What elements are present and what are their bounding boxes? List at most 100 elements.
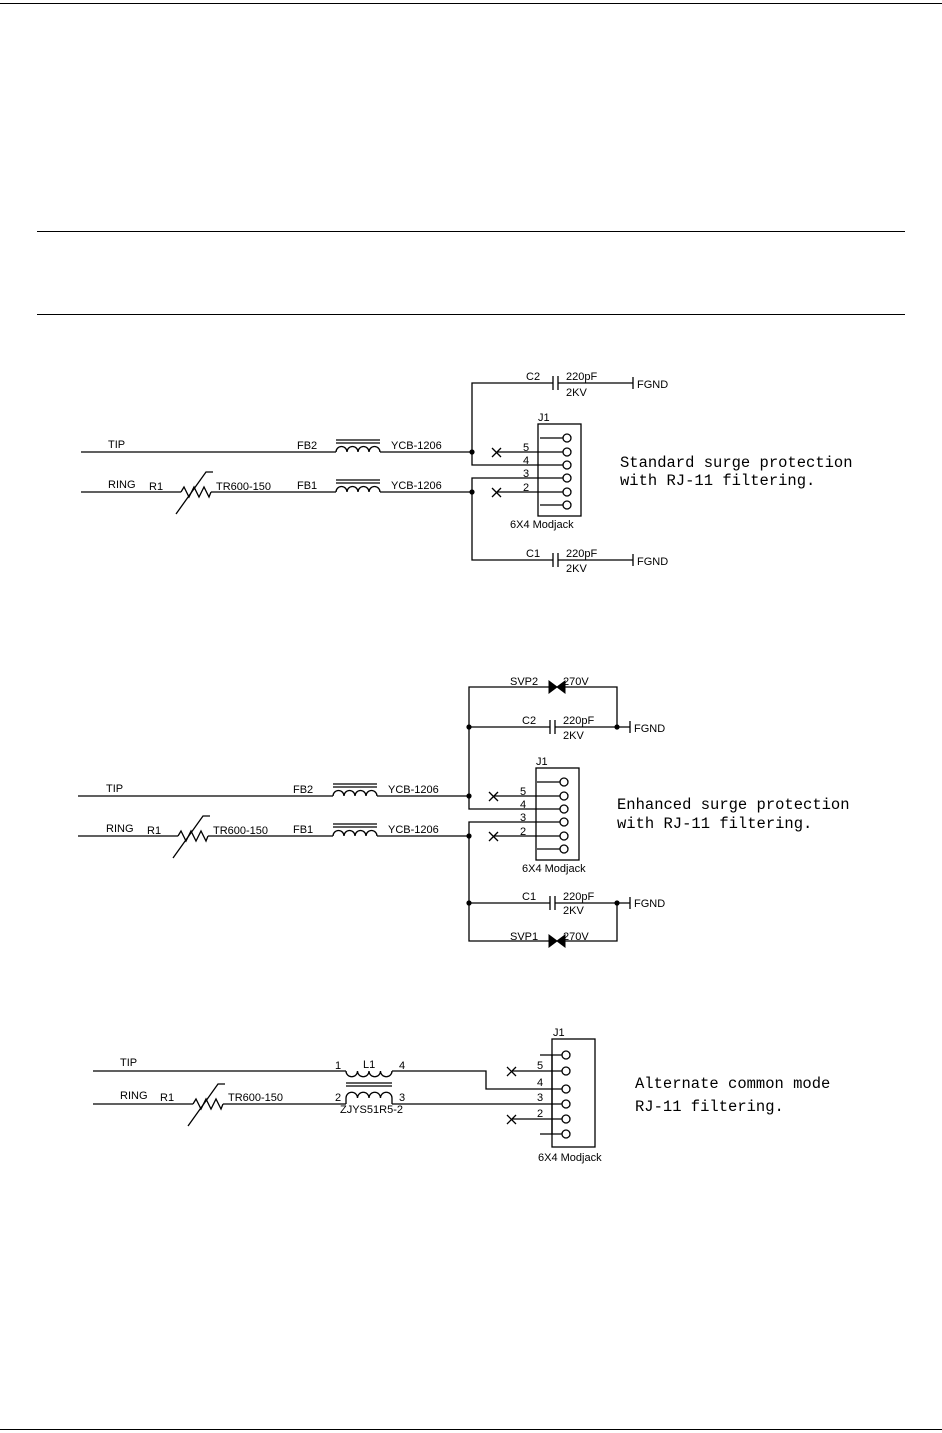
fb2-label: FB2 (293, 784, 313, 796)
c1-label: C1 (522, 891, 536, 903)
caption-line-1: Enhanced surge protection (617, 796, 850, 814)
pin-number: 4 (537, 1077, 543, 1089)
ring-bus (471, 477, 553, 561)
j1-label: J1 (536, 756, 548, 768)
no-connect-pin2 (488, 831, 537, 842)
r1-part-label: TR600-150 (228, 1092, 283, 1104)
caption-line-2: with RJ-11 filtering. (620, 472, 815, 490)
c1-rating: 2KV (563, 905, 584, 917)
c2-value: 220pF (563, 715, 594, 727)
caption-line-1: Standard surge protection (620, 454, 853, 472)
tip-label: TIP (120, 1057, 137, 1069)
fgnd-top-label: FGND (634, 723, 665, 735)
ring-label: RING (106, 823, 134, 835)
ring-label: RING (108, 479, 136, 491)
schematic-standard: TIP FB2 YCB-1206 RING R1 TR600-150 FB1 Y… (81, 371, 853, 575)
capacitor-c1 (549, 896, 631, 910)
r1-label: R1 (149, 481, 163, 493)
ring-label: RING (120, 1090, 148, 1102)
l1-part-label: ZJYS51R5-2 (340, 1104, 403, 1116)
surge-protector-svp1 (548, 934, 566, 948)
fb2-part-label: YCB-1206 (391, 440, 442, 452)
pin-number: 3 (523, 468, 529, 480)
l1-pin: 4 (399, 1060, 405, 1072)
fb1-label: FB1 (293, 824, 313, 836)
fgnd-bottom-label: FGND (637, 556, 668, 568)
r1-label: R1 (147, 825, 161, 837)
schematic-common-mode: TIP RING R1 TR600-150 L1 1 4 2 3 ZJYS51R… (93, 1027, 830, 1164)
c2-label: C2 (526, 371, 540, 383)
r1-part-label: TR600-150 (216, 481, 271, 493)
no-connect-pin2 (491, 487, 540, 498)
tip-label: TIP (108, 439, 125, 451)
tip-label: TIP (106, 783, 123, 795)
fb1-label: FB1 (297, 480, 317, 492)
fb2-label: FB2 (297, 440, 317, 452)
pin-number: 2 (523, 482, 529, 494)
c2-value: 220pF (566, 371, 597, 383)
ferrite-bead-fb1 (332, 823, 378, 837)
ptc-resistor-r1 (172, 815, 210, 859)
capacitor-c2 (549, 720, 631, 734)
l1-pin: 3 (399, 1092, 405, 1104)
l1-label: L1 (363, 1059, 375, 1071)
fgnd-top-label: FGND (637, 379, 668, 391)
pin-number: 2 (537, 1108, 543, 1120)
header-rule (0, 3, 942, 4)
c2-label: C2 (522, 715, 536, 727)
pin-number: 4 (523, 455, 529, 467)
modjack-body (535, 767, 580, 861)
ferrite-bead-fb1 (335, 479, 381, 493)
junction-dot (466, 724, 472, 730)
pin-number: 4 (520, 799, 526, 811)
c1-rating: 2KV (566, 563, 587, 575)
modjack-label: 6X4 Modjack (522, 863, 586, 875)
caption-line-2: with RJ-11 filtering. (617, 815, 812, 833)
pin-number: 2 (520, 826, 526, 838)
ptc-resistor-r1 (187, 1083, 225, 1127)
modjack-contacts (537, 777, 569, 854)
junction-dot (466, 900, 472, 906)
surge-protector-svp2 (548, 680, 566, 694)
junction-dot (469, 489, 475, 495)
j1-label: J1 (553, 1027, 565, 1039)
tip-wire (93, 1070, 540, 1090)
c1-value: 220pF (566, 548, 597, 560)
no-connect-pin2 (506, 1114, 540, 1125)
svp1-value: 270V (563, 931, 589, 943)
c2-rating: 2KV (563, 730, 584, 742)
fgnd-bottom-label: FGND (634, 898, 665, 910)
modjack-body (537, 423, 582, 517)
section-rule-bottom (37, 314, 905, 315)
l1-pin: 1 (335, 1060, 341, 1072)
tip-bus (471, 382, 553, 466)
no-connect-pin5 (506, 1066, 540, 1077)
pin-number: 5 (523, 442, 529, 454)
c1-value: 220pF (563, 891, 594, 903)
tip-bus (468, 686, 618, 810)
capacitor-c2 (552, 376, 634, 390)
no-connect-pin5 (491, 447, 540, 458)
section-rule-top (37, 231, 905, 232)
j1-label: J1 (538, 412, 550, 424)
pin-number: 5 (537, 1060, 543, 1072)
c2-rating: 2KV (566, 387, 587, 399)
footer-rule (0, 1429, 942, 1430)
svp2-label: SVP2 (510, 676, 538, 688)
modjack-label: 6X4 Modjack (538, 1152, 602, 1164)
pin-number: 3 (520, 812, 526, 824)
c1-label: C1 (526, 548, 540, 560)
r1-part-label: TR600-150 (213, 825, 268, 837)
modjack-contacts (540, 1050, 571, 1139)
caption-line-1: Alternate common mode (635, 1075, 830, 1093)
no-connect-pin5 (488, 791, 537, 802)
junction-dot (466, 793, 472, 799)
l1-pin: 2 (335, 1092, 341, 1104)
ferrite-bead-fb2 (332, 783, 378, 797)
pin-number: 3 (537, 1092, 543, 1104)
modjack-contacts (540, 433, 572, 510)
svp1-label: SVP1 (510, 931, 538, 943)
ptc-resistor-r1 (175, 471, 213, 515)
junction-dot (469, 449, 475, 455)
ring-bus (468, 821, 618, 942)
